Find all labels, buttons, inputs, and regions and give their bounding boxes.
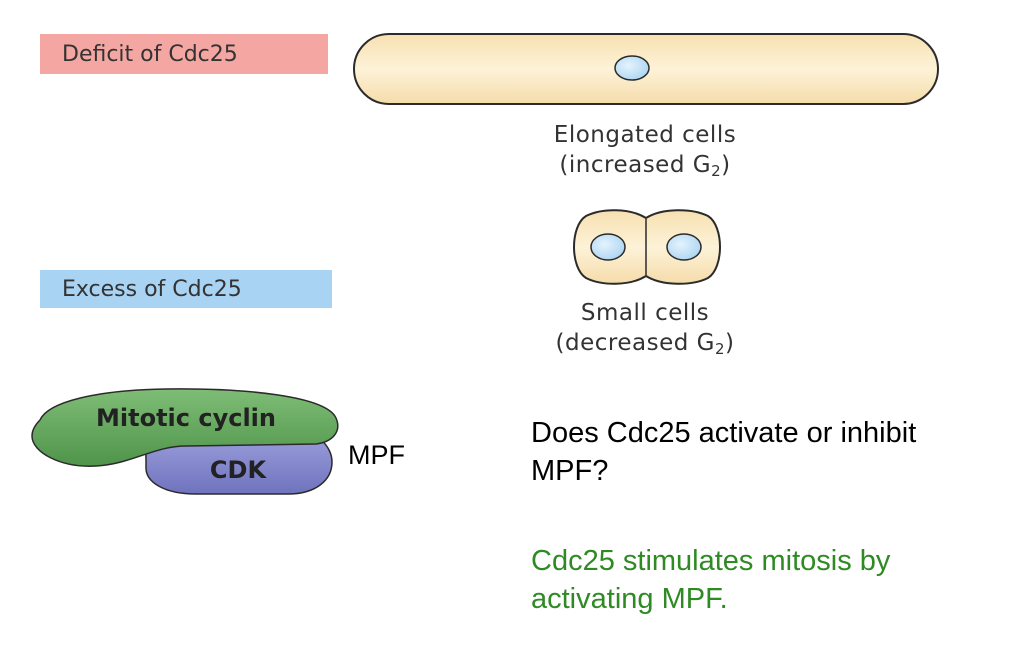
elongated-cell-nucleus (614, 55, 650, 81)
cyclin-shape (31, 388, 339, 467)
small-cell-nucleus-left (590, 233, 626, 261)
excess-label: Excess of Cdc25 (40, 270, 332, 308)
elongated-caption: Elongated cells (increased G2) (480, 120, 810, 186)
deficit-label: Deficit of Cdc25 (40, 34, 328, 74)
excess-label-text: Excess of Cdc25 (62, 276, 242, 302)
elongated-caption-line2: (increased G2) (559, 152, 731, 180)
small-cell-nucleus-right (666, 233, 702, 261)
elongated-cell (353, 33, 939, 105)
mpf-label: MPF (348, 440, 405, 470)
cyclin-label: Mitotic cyclin (96, 404, 276, 432)
small-caption-line1: Small cells (580, 300, 710, 326)
cdk-label: CDK (210, 456, 268, 484)
small-caption-line2: (decreased G2) (555, 330, 735, 358)
elongated-caption-line1: Elongated cells (553, 122, 737, 148)
mpf-complex: Mitotic cyclin CDK (31, 388, 339, 495)
answer-text: Cdc25 stimulates mitosis by activating M… (531, 545, 891, 615)
question-text: Does Cdc25 activate or inhibit MPF? (531, 417, 917, 487)
small-caption: Small cells (decreased G2) (480, 298, 810, 364)
small-cells-body (573, 209, 721, 285)
deficit-label-text: Deficit of Cdc25 (62, 41, 238, 67)
small-cells (573, 209, 721, 285)
